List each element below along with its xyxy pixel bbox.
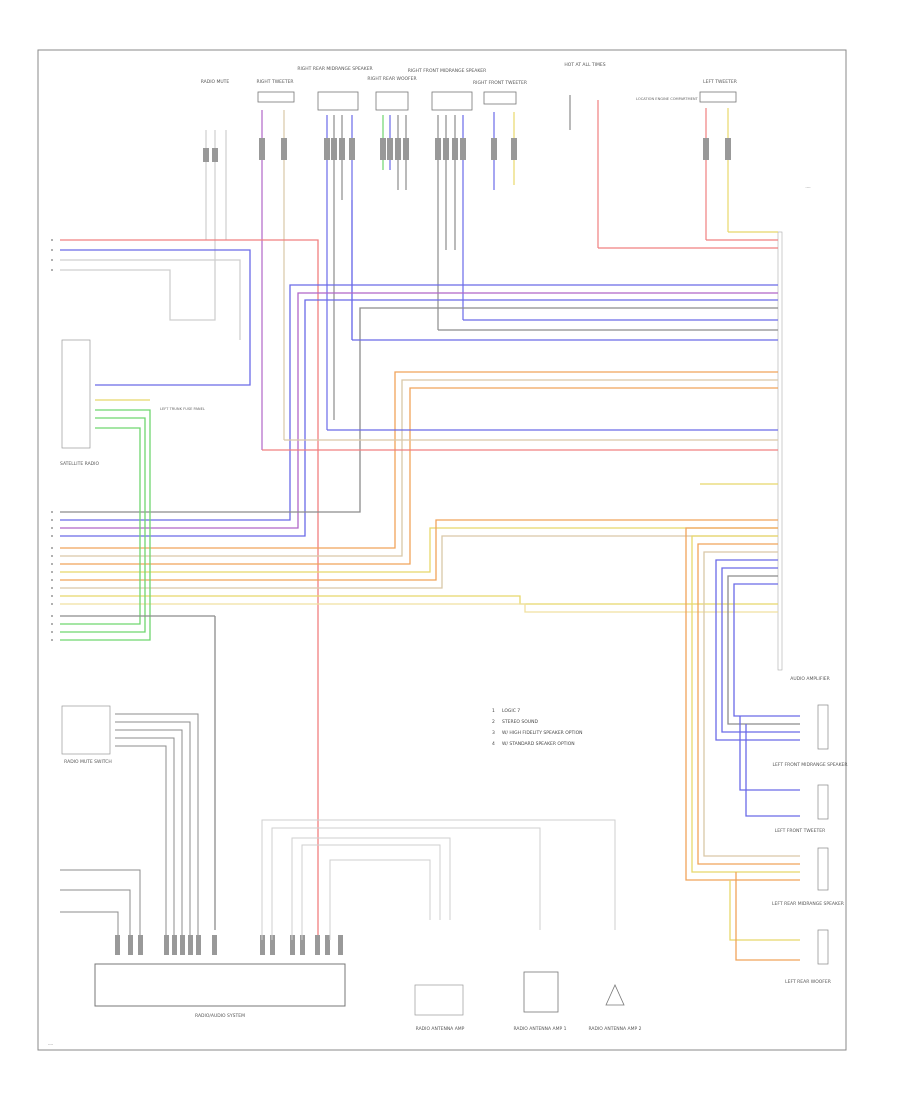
legend: 1 LOGIC 7 2 STEREO SOUND 3 W/ HIGH FIDEL… (492, 708, 582, 747)
right-front-midrange-label: RIGHT FRONT MIDRANGE SPEAKER (408, 68, 487, 74)
left-rear-midrange-label: LEFT REAR MIDRANGE SPEAKER (772, 901, 844, 907)
horizontal-bus-wires (60, 231, 778, 955)
right-rear-woofer-label: RIGHT REAR WOOFER (367, 76, 416, 82)
antenna-amp-1-box (523, 971, 559, 1013)
top-connector-pins (203, 138, 731, 162)
legend-2-number: 2 (492, 719, 495, 725)
left-tweeter-label: LEFT TWEETER (703, 79, 737, 85)
antenna-wires (261, 819, 616, 940)
legend-3-text: W/ HIGH FIDELITY SPEAKER OPTION (502, 730, 582, 736)
legend-1-text: LOGIC 7 (502, 708, 520, 714)
amp-connector-id: ---- (805, 185, 811, 189)
radio-mute-switch-box (61, 705, 111, 755)
radio-unit-label: RADIO/AUDIO SYSTEM (195, 1013, 245, 1019)
radio-mute-label: RADIO MUTE (201, 79, 230, 85)
hot-at-all-times-label: HOT AT ALL TIMES (564, 62, 605, 68)
audio-amplifier-label: AUDIO AMPLIFIER (790, 676, 830, 682)
legend-1-number: 1 (492, 708, 495, 714)
radio-unit-box (94, 963, 346, 1007)
legend-4-text: W/ STANDARD SPEAKER OPTION (502, 741, 575, 747)
page-id: ---- (48, 1042, 54, 1046)
right-front-tweeter-label: RIGHT FRONT TWEETER (473, 80, 527, 86)
amplifier-connector (777, 231, 783, 671)
legend-4-number: 4 (492, 741, 495, 747)
right-speakers (685, 527, 800, 961)
antenna-amp-1-label: RADIO ANTENNA AMP 1 (513, 1026, 566, 1032)
location-label: LOCATION ENGINE COMPARTMENT (636, 97, 699, 101)
radio-mute-switch-label: RADIO MUTE SWITCH (64, 759, 112, 765)
antenna-symbol (605, 984, 625, 1006)
right-rear-midrange-label: RIGHT REAR MIDRANGE SPEAKER (297, 66, 372, 72)
mute-switch-wires (60, 713, 199, 940)
radio-unit-pins (115, 935, 343, 955)
radio-antenna-amp-box (414, 984, 464, 1016)
satellite-radio-block: SATELLITE RADIO LEFT TRUNK FUSE PANEL (60, 339, 205, 467)
fuse-location-label: LEFT TRUNK FUSE PANEL (160, 407, 205, 411)
right-tweeter-label: RIGHT TWEETER (256, 79, 293, 85)
left-pin-numbers (51, 239, 53, 641)
satellite-radio-label: SATELLITE RADIO (60, 461, 99, 467)
right-speaker-boxes (817, 704, 829, 965)
radio-antenna-amp-label: RADIO ANTENNA AMP (416, 1026, 465, 1032)
antenna-amp-2-label: RADIO ANTENNA AMP 2 (588, 1026, 641, 1032)
legend-3-number: 3 (492, 730, 495, 736)
left-front-tweeter-label: LEFT FRONT TWEETER (775, 828, 825, 834)
top-speaker-connectors (257, 91, 737, 111)
diagram-border (37, 49, 847, 1051)
left-front-midrange-label: LEFT FRONT MIDRANGE SPEAKER (772, 762, 847, 768)
left-rear-woofer-label: LEFT REAR WOOFER (785, 979, 831, 985)
legend-2-text: STEREO SOUND (502, 719, 538, 725)
